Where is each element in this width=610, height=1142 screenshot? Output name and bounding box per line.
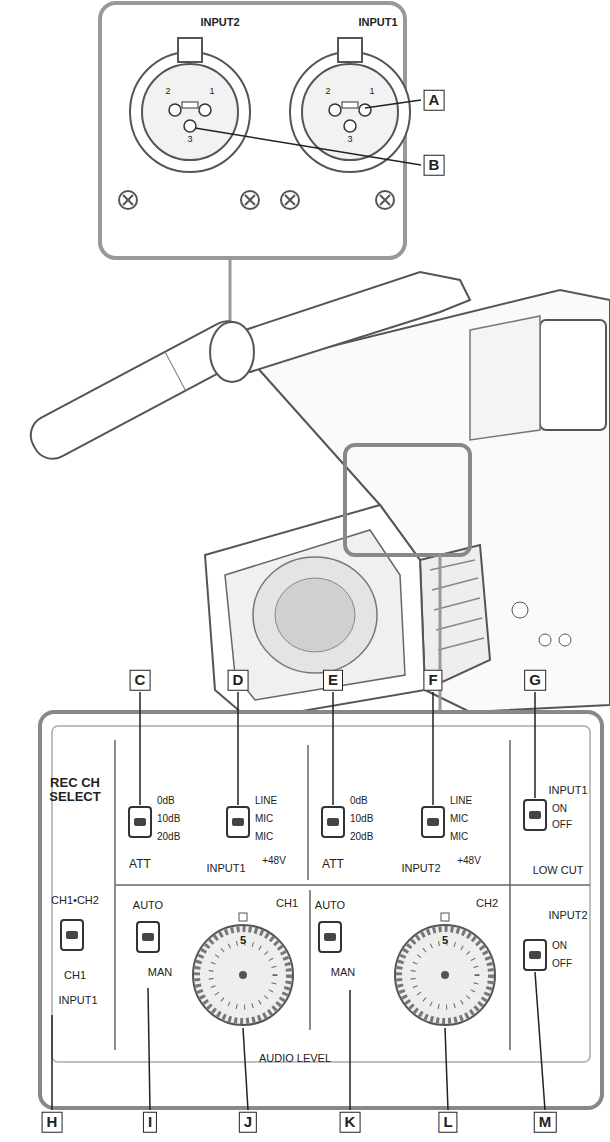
- panel-label: INPUT2: [200, 16, 239, 28]
- panel-label: MIC: [255, 813, 273, 824]
- callout-letter: L: [438, 1112, 457, 1133]
- panel-label: MIC: [450, 831, 468, 842]
- panel-label: INPUT1: [548, 784, 587, 796]
- callout-letter: K: [340, 1112, 361, 1133]
- panel-label: 10dB: [157, 813, 180, 824]
- panel-label: LOW CUT: [533, 864, 584, 876]
- panel-label: INPUT1: [206, 862, 245, 874]
- callout-letter: I: [143, 1112, 157, 1133]
- panel-label: CH1•CH2: [51, 894, 99, 906]
- panel-label: 2: [325, 87, 330, 97]
- panel-label: 1: [209, 87, 214, 97]
- panel-label: CH2: [476, 897, 498, 909]
- panel-label: 5: [442, 934, 448, 946]
- panel-label: AUDIO LEVEL: [259, 1052, 331, 1064]
- panel-label: +48V: [457, 855, 481, 866]
- panel-label: MAN: [331, 966, 355, 978]
- callout-letter: B: [424, 155, 445, 176]
- panel-label: MAN: [148, 966, 172, 978]
- panel-label: INPUT1: [58, 994, 97, 1006]
- panel-label: 3: [187, 135, 192, 145]
- panel-label: AUTO: [133, 899, 163, 911]
- callout-letter: M: [534, 1112, 557, 1133]
- panel-label: +48V: [262, 855, 286, 866]
- panel-label: 10dB: [350, 813, 373, 824]
- panel-label: ON: [552, 803, 567, 814]
- panel-label: LINE: [255, 795, 277, 806]
- callout-letter: G: [524, 670, 546, 691]
- panel-label: MIC: [450, 813, 468, 824]
- panel-label: OFF: [552, 819, 572, 830]
- panel-label: 0dB: [350, 795, 368, 806]
- callout-letter: H: [42, 1112, 63, 1133]
- callout-letter: C: [130, 670, 151, 691]
- panel-label: 1: [369, 87, 374, 97]
- callout-letter: J: [239, 1112, 257, 1133]
- callout-letter: E: [323, 670, 343, 691]
- panel-label: CH1: [276, 897, 298, 909]
- panel-label: 3: [347, 135, 352, 145]
- panel-label: CH1: [64, 969, 86, 981]
- panel-label: REC CH SELECT: [35, 776, 115, 805]
- panel-label: 0dB: [157, 795, 175, 806]
- panel-label: MIC: [255, 831, 273, 842]
- panel-label: INPUT1: [358, 16, 397, 28]
- panel-label: 5: [240, 934, 246, 946]
- panel-label: INPUT2: [548, 909, 587, 921]
- callout-letter: F: [423, 670, 442, 691]
- panel-label: ATT: [129, 858, 151, 871]
- panel-label: ATT: [322, 858, 344, 871]
- callout-letter: A: [424, 90, 445, 111]
- panel-label: ON: [552, 940, 567, 951]
- panel-label: LINE: [450, 795, 472, 806]
- panel-label: OFF: [552, 958, 572, 969]
- panel-label: AUTO: [315, 899, 345, 911]
- panel-label: 20dB: [350, 831, 373, 842]
- panel-label: 20dB: [157, 831, 180, 842]
- panel-label: 2: [165, 87, 170, 97]
- panel-label: INPUT2: [401, 862, 440, 874]
- callout-letter: D: [228, 670, 249, 691]
